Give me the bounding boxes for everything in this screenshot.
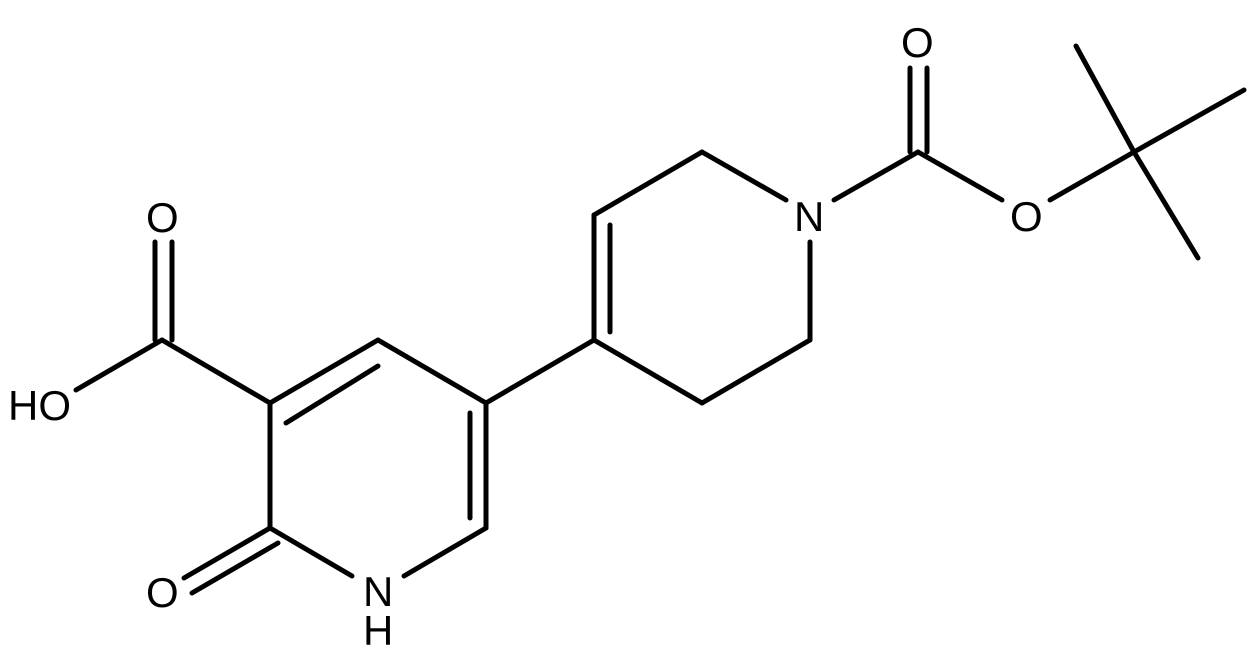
bond-c3-cooh: [159, 337, 273, 406]
bond-tbu-methyl-top: [1073, 43, 1137, 155]
bond-c3-c4-double: [283, 363, 381, 426]
bond-n-carbonyl: [831, 149, 921, 203]
bond-c6-n1: [401, 525, 489, 579]
bond-ester-o-tbu: [1047, 149, 1137, 203]
bond-cooh-oh: [73, 337, 165, 393]
atom-piperidine-nitrogen: N: [794, 193, 824, 240]
bond-tbu-methyl-bottom: [1131, 149, 1201, 261]
atom-hydroxyl: HO: [8, 382, 71, 429]
bond-c2-o-double-a: [181, 525, 273, 581]
bond-c3-c4: [267, 337, 381, 406]
atom-carboxyl-oxygen: O: [146, 194, 179, 241]
atom-boc-carbonyl-oxygen: O: [901, 19, 934, 66]
bond-tbu-methyl-right: [1131, 87, 1247, 155]
bond-c3prime-c2prime: [591, 149, 705, 218]
bond-c2-o-double-b: [189, 540, 281, 596]
atom-ester-oxygen: O: [1010, 193, 1043, 240]
bond-c2prime-n: [699, 149, 789, 203]
bond-carbonyl-ester-o: [915, 149, 1005, 203]
bond-c6prime-c5prime: [699, 337, 813, 406]
atom-ring-nitrogen-hydrogen: H: [363, 607, 393, 650]
bond-c4-c5: [375, 337, 489, 406]
atom-ring-carbonyl-oxygen: O: [146, 569, 179, 616]
bond-n1-c2: [267, 525, 355, 579]
atom-ring-nitrogen: N: [363, 568, 393, 615]
bond-c5-c4prime: [483, 337, 597, 406]
bond-c5prime-c4prime: [591, 337, 705, 406]
